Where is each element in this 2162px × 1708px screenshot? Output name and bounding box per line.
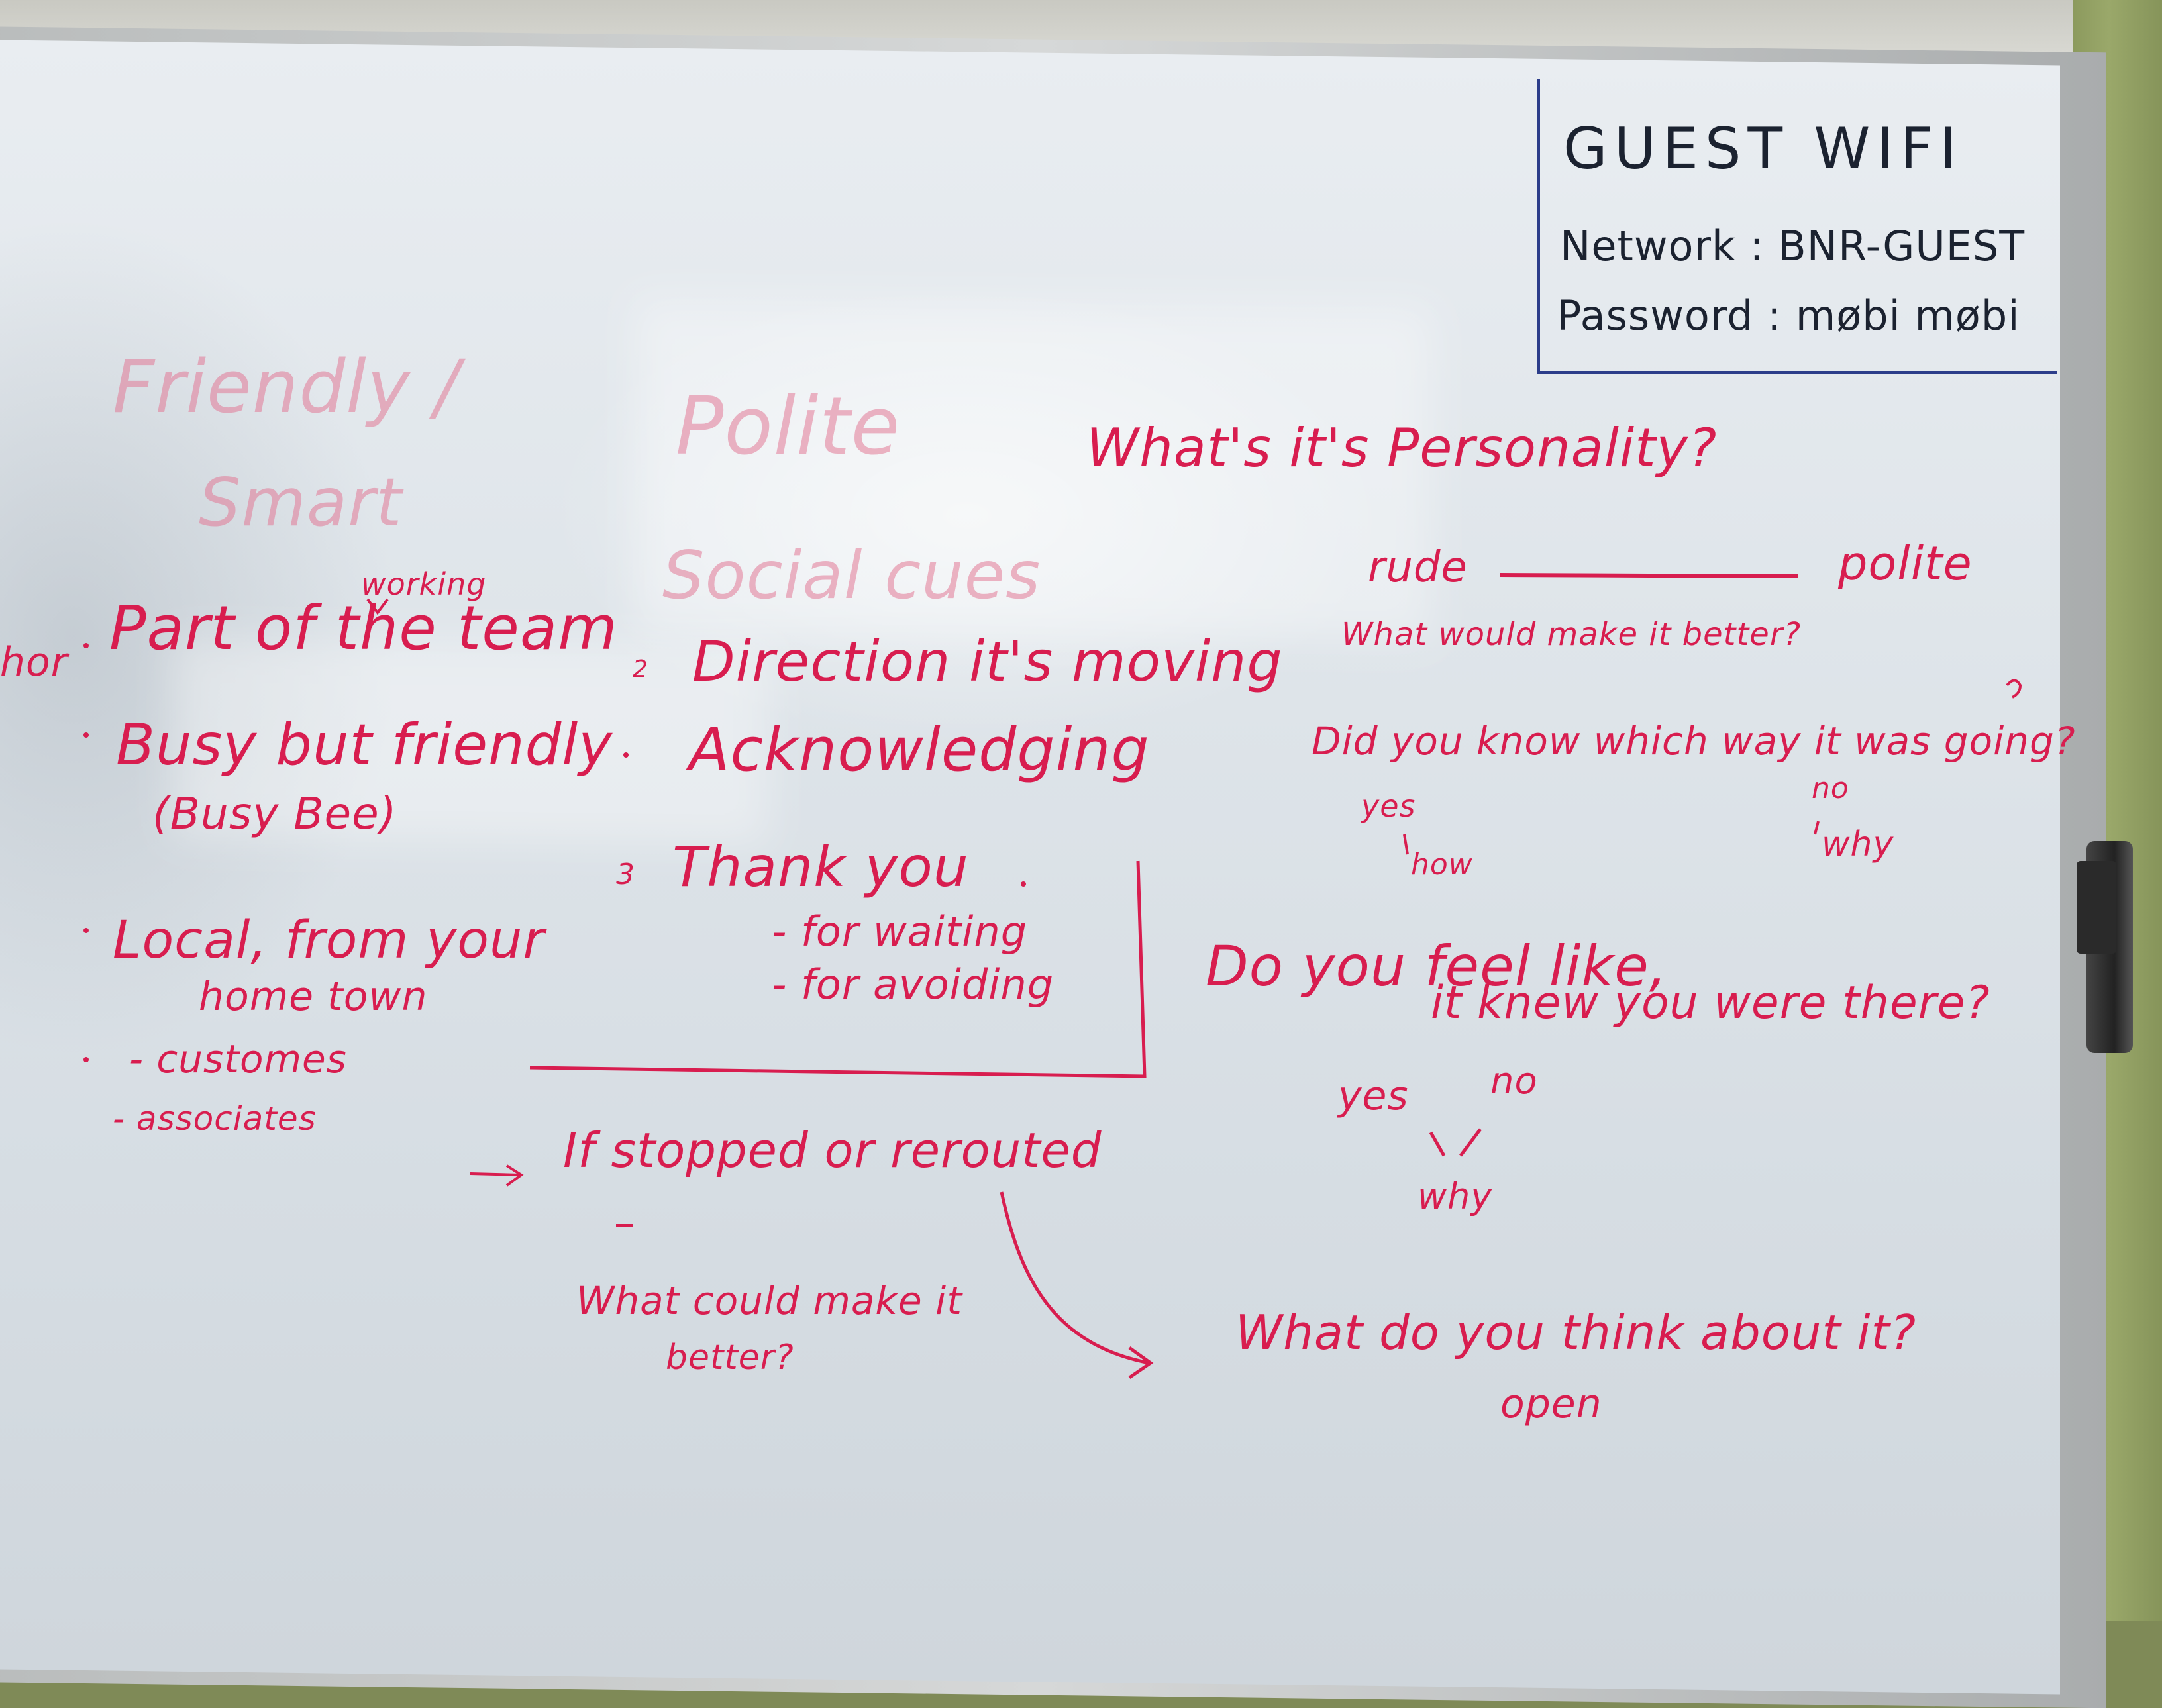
why-answer-2: why bbox=[1417, 1176, 1493, 1217]
better-question: better? bbox=[666, 1338, 794, 1378]
yes-answer-1: yes bbox=[1361, 788, 1416, 824]
cut-off-text: hor bbox=[0, 639, 68, 685]
open-answer: open bbox=[1500, 1381, 1602, 1427]
working-note: working bbox=[361, 566, 487, 602]
did-you-know-direction: Did you know which way it was going? bbox=[1312, 719, 2076, 764]
for-avoiding: - for avoiding bbox=[772, 960, 1055, 1009]
wifi-password: Password : møbi møbi bbox=[1557, 291, 2020, 340]
faded-social-cues: Social cues bbox=[662, 536, 1041, 614]
bracket-box bbox=[529, 860, 1147, 1078]
local-from-your: Local, from your bbox=[113, 911, 545, 970]
no-answer-1: no bbox=[1812, 772, 1849, 805]
what-would-make-it-better: What would make it better? bbox=[1341, 616, 1802, 653]
customes: - customes bbox=[129, 1036, 347, 1081]
insert-caret bbox=[366, 598, 389, 615]
no-answer-2: no bbox=[1490, 1060, 1538, 1103]
wifi-heading: GUEST WIFI bbox=[1563, 116, 1963, 182]
direction-its-moving: Direction it's moving bbox=[692, 629, 1283, 694]
thank-you: Thank you bbox=[672, 834, 969, 899]
what-could-make-it: What could make it bbox=[576, 1278, 962, 1323]
scale-line bbox=[1500, 573, 1799, 578]
yes-answer-2: yes bbox=[1338, 1073, 1409, 1119]
arrow-to-if-stopped bbox=[470, 1164, 524, 1187]
associates: - associates bbox=[113, 1099, 317, 1138]
board-clamp bbox=[2077, 861, 2116, 954]
if-stopped-or-rerouted: If stopped or rerouted bbox=[563, 1123, 1102, 1178]
why-answer-1: why bbox=[1822, 825, 1894, 864]
guest-wifi-box bbox=[1537, 79, 2057, 374]
it-knew-you-were-there: it knew you were there? bbox=[1431, 977, 1990, 1029]
number-3: 3 bbox=[616, 858, 635, 891]
busy-but-friendly: Busy but friendly bbox=[116, 712, 613, 778]
whats-its-personality: What's it's Personality? bbox=[1086, 417, 1718, 479]
branch-tick-how bbox=[1403, 834, 1409, 855]
busy-bee: (Busy Bee) bbox=[152, 788, 397, 839]
branch-ticks-why bbox=[1429, 1128, 1482, 1157]
faded-smart: Smart bbox=[199, 464, 403, 541]
part-of-team: Part of the team bbox=[109, 593, 618, 664]
for-waiting: - for waiting bbox=[772, 907, 1028, 956]
what-do-you-think-about-it: What do you think about it? bbox=[1235, 1305, 1917, 1360]
faded-friendly: Friendly / bbox=[113, 344, 460, 429]
wifi-network: Network : BNR-GUEST bbox=[1560, 222, 2026, 270]
number-2: 2 bbox=[633, 656, 648, 683]
home-town: home town bbox=[199, 974, 428, 1020]
curved-arrow bbox=[1000, 1191, 1154, 1380]
how-answer: how bbox=[1411, 848, 1473, 881]
faded-polite: Polite bbox=[676, 381, 901, 473]
acknowledging: Acknowledging bbox=[689, 715, 1150, 785]
do-you-feel-like: Do you feel like, bbox=[1206, 934, 1668, 999]
rude-label: rude bbox=[1368, 543, 1468, 592]
branch-tick-why bbox=[1814, 821, 1820, 835]
polite-label: polite bbox=[1838, 536, 1973, 591]
marker-strokes bbox=[83, 573, 2022, 1380]
